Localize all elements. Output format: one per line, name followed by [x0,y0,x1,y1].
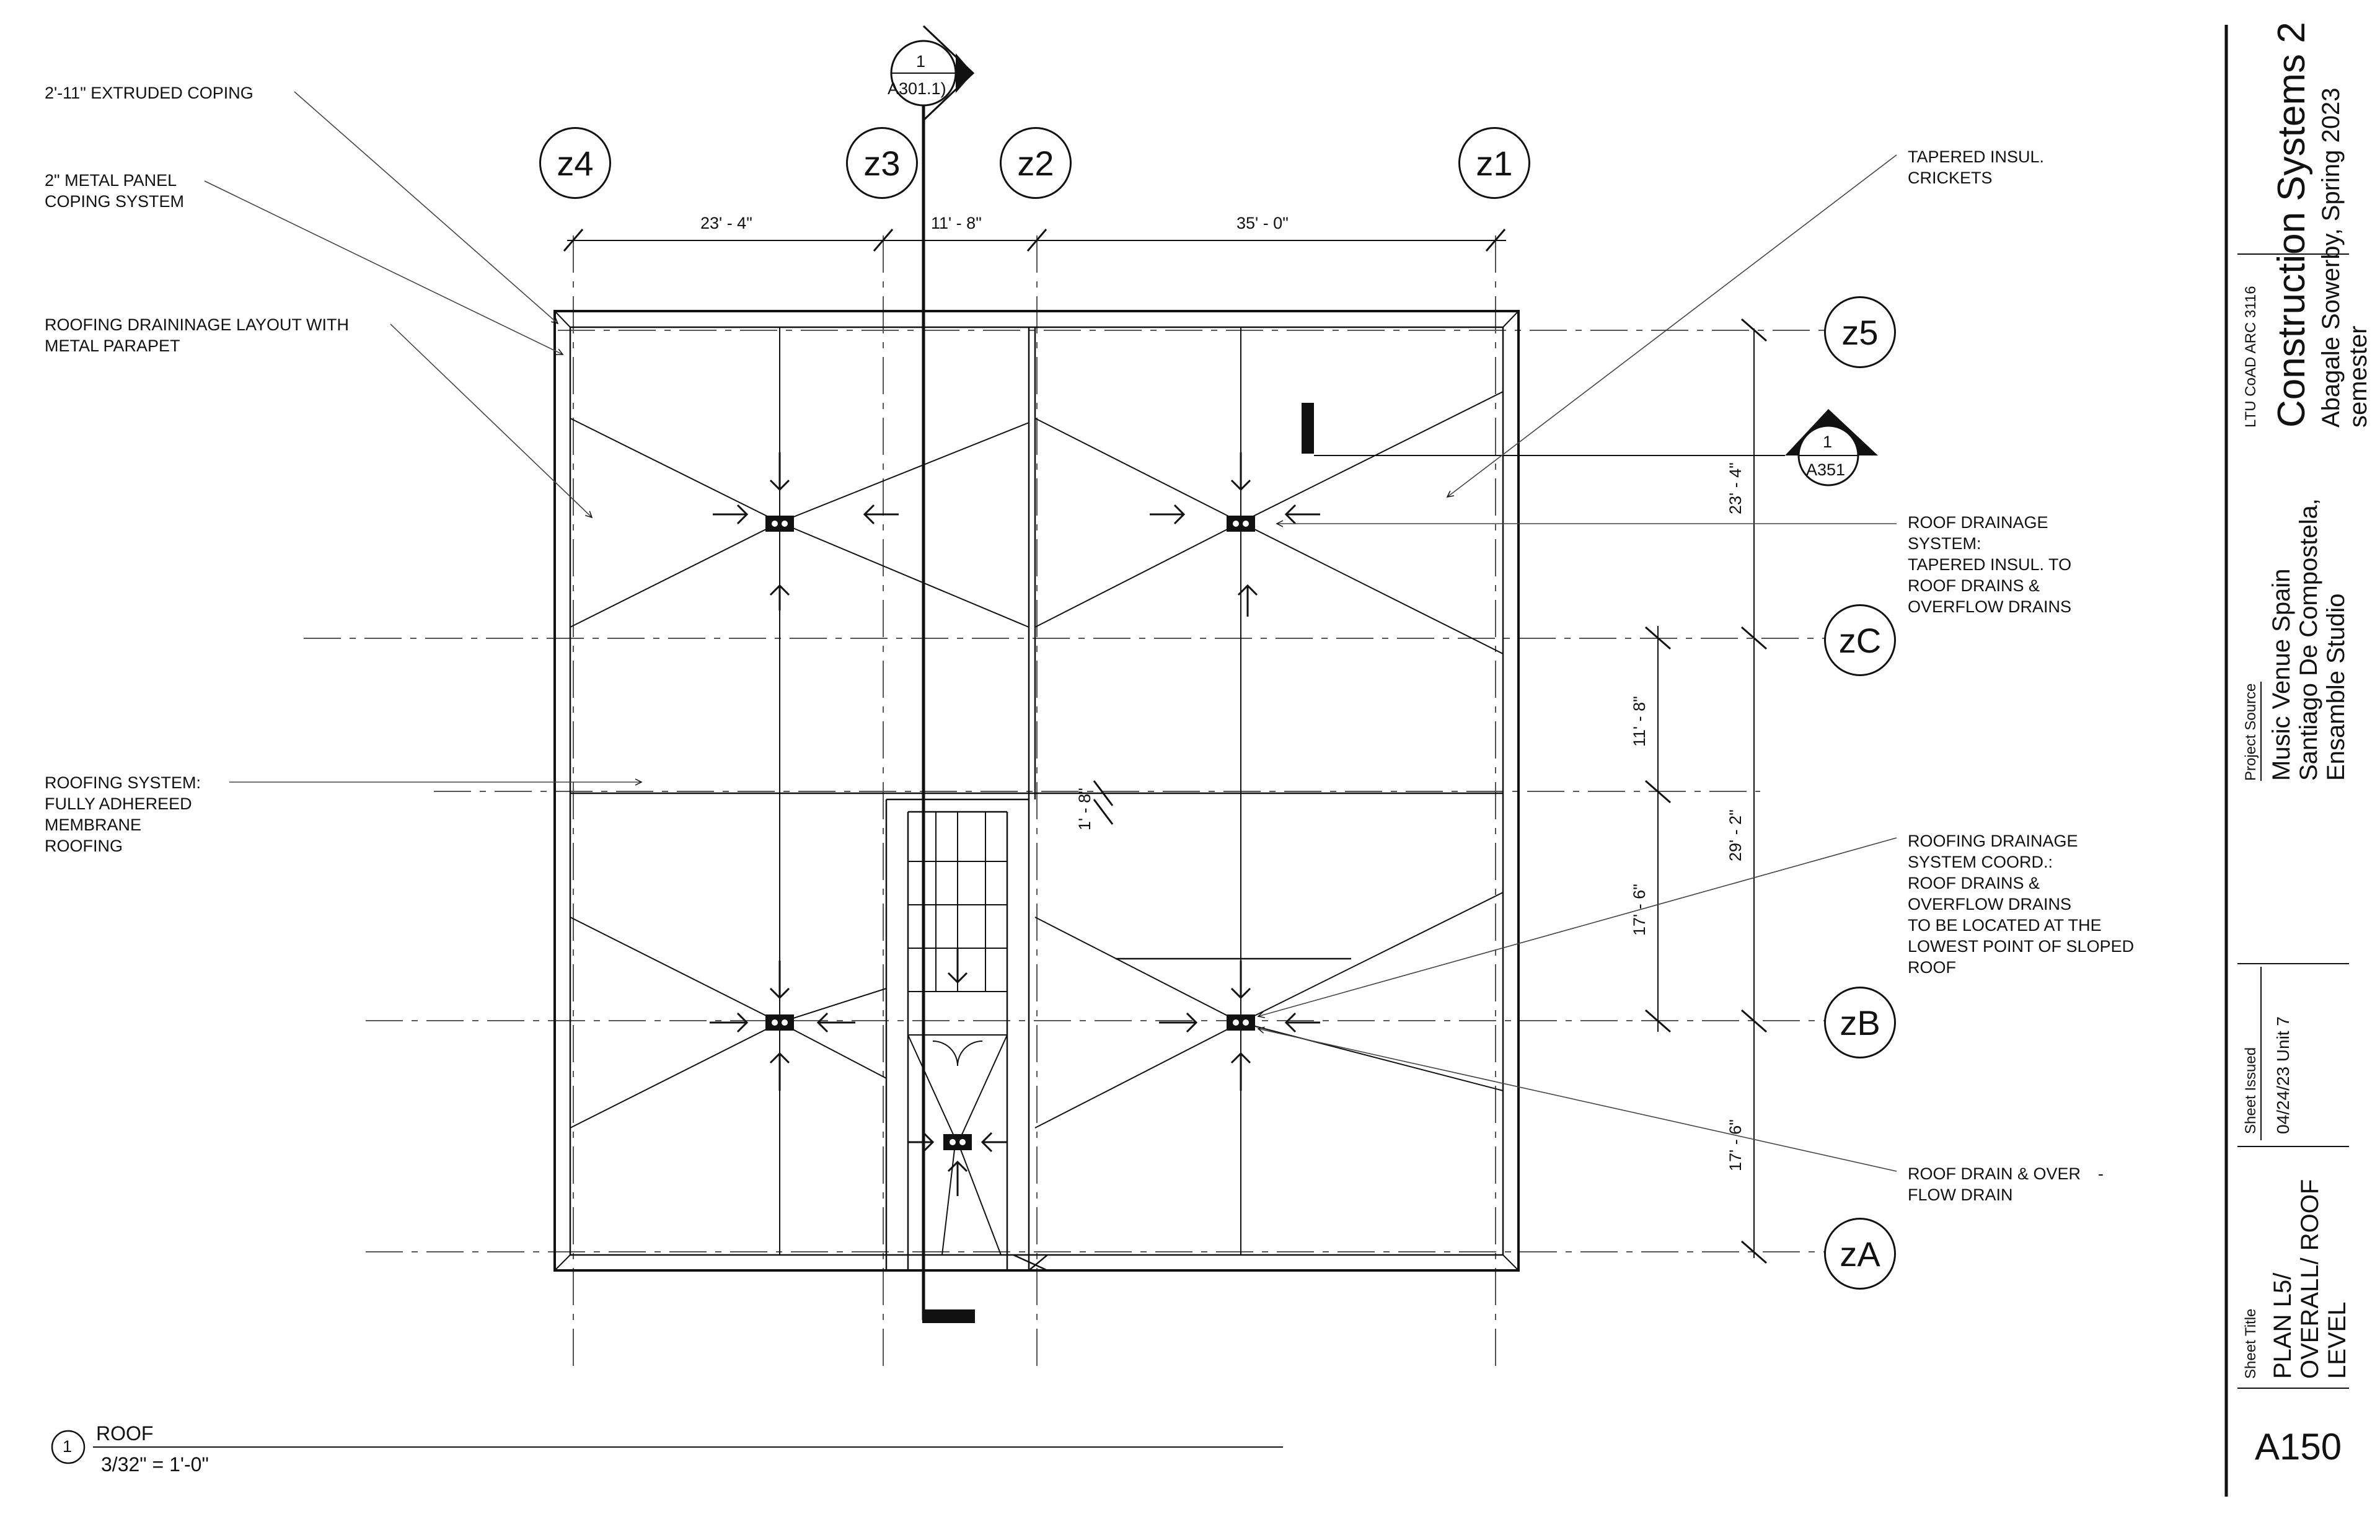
title-block-author-2: semester [2345,325,2372,428]
roof-drain-icon [765,1014,794,1031]
section-mark-a351 [1302,403,1878,486]
leader-lines [204,91,1897,1172]
grid-bubble-z1: z1 [1458,127,1530,199]
grid-lines [304,235,1835,1370]
tapered-crickets [570,391,1504,1129]
note-metal-panel-coping: 2" METAL PANEL COPING SYSTEM [45,171,185,211]
dimension-inner-2: 17' - 6" [1630,884,1649,936]
view-title-graphic [51,1430,1283,1464]
grid-bubble-zb: zB [1824,987,1896,1058]
title-block-title-1: PLAN L5/ [2269,1272,2296,1379]
note-drainage-layout: ROOFING DRAININAGE LAYOUT WITH METAL PAR… [45,315,350,355]
dimension-stair: 1' - 8" [1075,788,1094,830]
title-block-source-1: Music Venue Spain [2268,568,2295,781]
dimension-right-3: 17' - 6" [1726,1119,1745,1171]
title-block-source-3: Ensamble Studio [2322,593,2350,781]
section-mark-right-ref: A351 [1806,460,1846,479]
note-dash: - [2098,1164,2104,1183]
section-mark-right-number: 1 [1823,433,1833,451]
title-block-title-2: OVERALL/ ROOF [2296,1179,2324,1379]
note-roof-drain-overflow: ROOF DRAIN & OVER FLOW DRAIN [1908,1164,2081,1204]
title-block-author: Abagale Sowerby, Spring 2023 [2317,87,2345,428]
title-block-course-title: Construction Systems 2 [2270,22,2313,428]
roof-drains [765,516,1255,1150]
note-drainage-coordination: ROOFING DRAINAGE SYSTEM COORD.: ROOF DRA… [1908,832,2135,977]
dimension-inner-1: 11' - 8" [1630,696,1649,747]
roof-drain-icon [1227,1014,1255,1031]
grid-bubble-z3: z3 [846,127,918,199]
view-title-number: 1 [63,1437,73,1456]
sheet-number: A150 [2255,1426,2342,1467]
title-block-frame [2224,25,2349,1497]
dimension-top-2: 11' - 8" [931,214,982,232]
title-block-title-label: Sheet Title [2242,1308,2259,1379]
dimension-top-3: 35' - 0" [1236,214,1289,232]
note-tapered-crickets: TAPERED INSUL. CRICKETS [1908,147,2045,187]
parapet-outline [553,310,1520,1272]
section-mark-top-ref: A301.1) [888,79,946,98]
dimension-right-2: 29' - 2" [1726,809,1745,861]
grid-bubble-zc: zC [1824,604,1896,676]
roof-drain-icon [1227,516,1255,532]
slope-arrows [710,452,1320,1196]
note-roofing-system: ROOFING SYSTEM: FULLY ADHEREED MEMBRANE … [45,773,201,855]
grid-bubble-z5: z5 [1824,296,1896,368]
roof-drain-icon [765,516,794,532]
view-title-scale: 3/32" = 1'-0" [101,1453,209,1476]
dimension-lines [563,229,1767,1264]
roof-drain-icon [943,1134,972,1150]
title-block-source-label: Project Source [2242,683,2259,781]
dimension-top-1: 23' - 4" [700,214,752,232]
title-block-title-3: LEVEL [2324,1301,2351,1379]
title-block-issued-label: Sheet Issued [2242,1047,2259,1134]
dimension-right-1: 23' - 4" [1726,462,1745,514]
note-roof-drainage-system: ROOF DRAINAGE SYSTEM: TAPERED INSUL. TO … [1908,513,2072,616]
title-block-issued-value: 04/24/23 Unit 7 [2273,1016,2293,1134]
title-block-source-2: Santiago De Compostela, [2295,498,2322,781]
section-cut-line [890,25,975,1323]
note-extruded-coping: 2'-11" EXTRUDED COPING [45,84,253,102]
title-block-course: LTU CoAD ARC 3116 [2242,286,2259,428]
section-mark-top-number: 1 [916,52,926,71]
view-title-name: ROOF [96,1422,154,1445]
grid-bubble-z2: z2 [1000,127,1072,199]
grid-bubble-za: zA [1824,1218,1896,1290]
grid-bubble-z4: z4 [539,127,611,199]
